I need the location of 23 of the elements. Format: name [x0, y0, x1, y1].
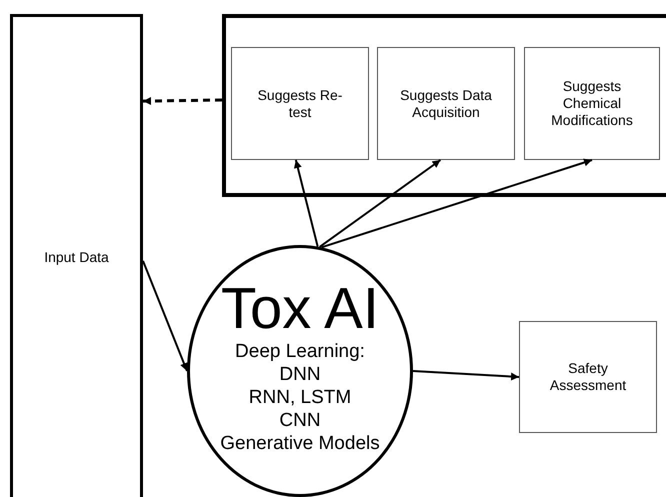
box-label: Suggests Chemical Modifications: [550, 78, 634, 129]
arrow: [294, 160, 319, 247]
box-label: Suggests Data Acquisition: [400, 86, 492, 120]
arrow: [319, 159, 442, 248]
arrow: [321, 158, 592, 248]
process-box: [231, 47, 369, 160]
box-label: Input Data: [44, 249, 109, 266]
model-text: Generative Models: [220, 432, 380, 454]
arrow: [142, 260, 188, 372]
suggestions-panel: [222, 14, 666, 197]
model-title: Tox AI: [221, 278, 379, 340]
box-label: Safety Assessment: [548, 360, 628, 394]
box-label: Suggests Re-test: [256, 86, 344, 120]
arrow: [412, 370, 520, 381]
process-box: [10, 14, 143, 497]
model-text: DNN: [279, 362, 321, 386]
model-text: RNN, LSTM: [248, 386, 352, 408]
process-box: [524, 47, 660, 160]
model-text: CNN: [279, 408, 321, 432]
process-box: [377, 47, 515, 160]
process-box: [519, 321, 657, 433]
arrow: [142, 97, 222, 105]
model-text: Deep Learning:: [235, 340, 365, 362]
